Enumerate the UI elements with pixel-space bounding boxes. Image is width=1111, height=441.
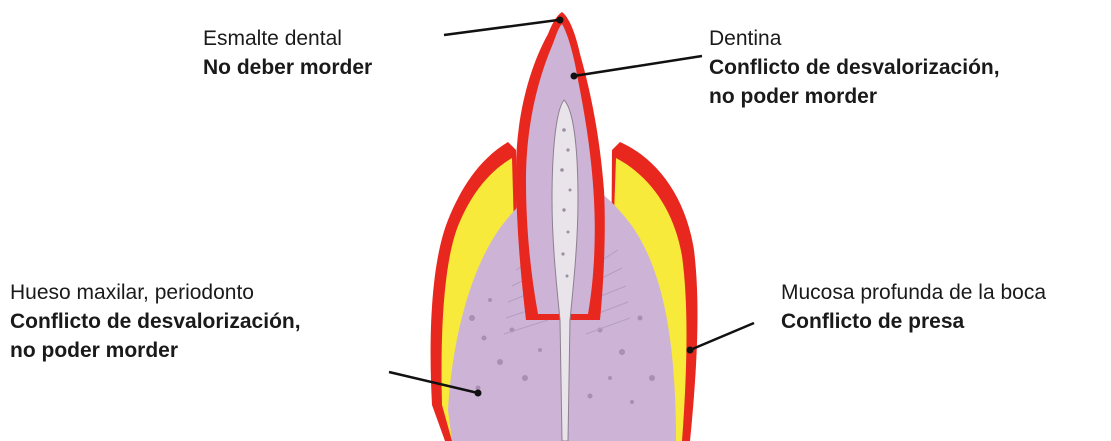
dentin-conflict-line-2: no poder morder (709, 82, 1000, 111)
bone-name: Hueso maxilar, periodonto (10, 278, 301, 307)
enamel-name: Esmalte dental (203, 24, 372, 53)
enamel-conflict-line-1: No deber morder (203, 53, 372, 82)
mucosa-label: Mucosa profunda de la boca Conflicto de … (781, 278, 1046, 336)
mucosa-name: Mucosa profunda de la boca (781, 278, 1046, 307)
bone-conflict-line-2: no poder morder (10, 336, 301, 365)
enamel-label: Esmalte dental No deber morder (203, 24, 372, 82)
bone-label: Hueso maxilar, periodonto Conflicto de d… (10, 278, 301, 365)
dentin-leader-dot (571, 73, 578, 80)
dentin-leader-line (574, 56, 702, 76)
mucosa-leader-line (690, 323, 754, 350)
dentin-name: Dentina (709, 24, 1000, 53)
enamel-leader-dot (557, 17, 564, 24)
bone-conflict-line-1: Conflicto de desvalorización, (10, 307, 301, 336)
mucosa-leader-dot (687, 347, 694, 354)
mucosa-conflict-line-1: Conflicto de presa (781, 307, 1046, 336)
dentin-conflict-line-1: Conflicto de desvalorización, (709, 53, 1000, 82)
bone-leader-dot (475, 390, 482, 397)
dentin-label: Dentina Conflicto de desvalorización, no… (709, 24, 1000, 111)
enamel-leader-line (444, 20, 558, 35)
